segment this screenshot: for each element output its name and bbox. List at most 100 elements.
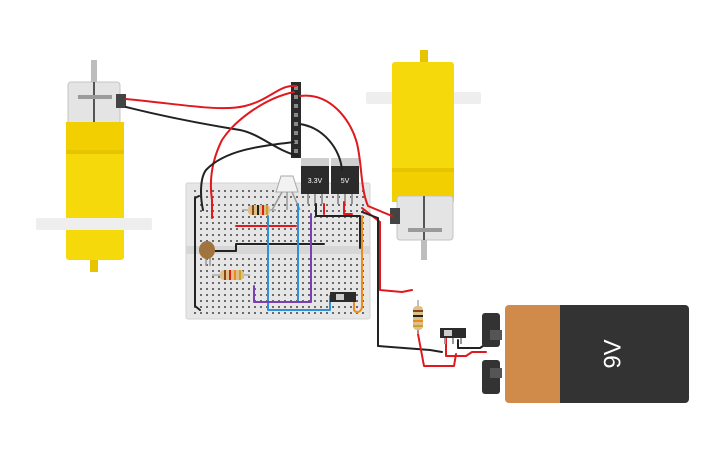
wire-header-regulator-black[interactable] [299,123,343,171]
breadboard-hole [320,300,322,302]
header-pin[interactable] [294,104,298,108]
header-pin[interactable] [294,131,298,135]
wire-header-right-motor-red[interactable] [299,94,393,217]
breadboard-hole [254,196,256,198]
breadboard-hole [302,240,304,242]
header-pin-strip[interactable] [291,82,301,158]
header-pin[interactable] [294,140,298,144]
breadboard-hole [290,264,292,266]
wire-left-motor-black[interactable] [125,106,299,157]
wire-board-battery-black[interactable] [361,211,443,353]
breadboard-hole [224,258,226,260]
wire-left-rail-black[interactable] [194,195,201,311]
breadboard-switch-knob[interactable] [336,294,344,300]
wire-jumper-blue-1[interactable] [267,215,331,311]
breadboard-hole [356,264,358,266]
wire-jumper-black-1[interactable] [209,243,325,252]
breadboard-hole [290,276,292,278]
breadboard-hole [248,258,250,260]
breadboard-hole [206,276,208,278]
breadboard-hole [254,270,256,272]
breadboard-hole [218,228,220,230]
header-pin[interactable] [294,95,298,99]
wire-resistor-switch-red[interactable] [417,311,457,367]
header-pin[interactable] [294,113,298,117]
breadboard-hole [224,190,226,192]
header-pin[interactable] [294,149,298,153]
breadboard-hole [314,234,316,236]
header-pin[interactable] [294,122,298,126]
battery-switch-knob[interactable] [444,330,452,336]
resistor-vertical[interactable] [413,300,423,334]
breadboard-hole [344,222,346,224]
breadboard-hole [224,216,226,218]
breadboard-hole [308,282,310,284]
regulator-5v[interactable]: 5V [331,158,359,204]
breadboard-hole [350,276,352,278]
regulator-3v3[interactable]: 3.3V [301,158,329,204]
wire-jumper-purple[interactable] [253,213,312,303]
breadboard-hole [344,282,346,284]
breadboard-hole [290,228,292,230]
wire-jumper-black-2[interactable] [315,203,361,249]
wire-left-motor-red[interactable] [125,84,297,110]
breadboard-hole [320,204,322,206]
breadboard-hole [260,306,262,308]
capacitor[interactable] [199,241,215,266]
breadboard-hole [266,190,268,192]
left-motor[interactable] [36,60,152,272]
battery-slide-switch[interactable] [440,328,466,344]
breadboard-hole [236,190,238,192]
left-motor-shaft [91,60,97,82]
breadboard-hole [248,288,250,290]
battery-9v[interactable]: 9V [482,305,689,403]
breadboard-hole [236,196,238,198]
wire-jumper-orange[interactable] [353,215,363,314]
breadboard-hole [314,312,316,314]
wire-switch-battery-red[interactable] [445,337,487,357]
header-pin[interactable] [294,86,298,90]
breadboard-hole [320,282,322,284]
breadboard-hole [284,270,286,272]
breadboard-hole [194,312,196,314]
breadboard-hole [284,282,286,284]
breadboard-hole [254,216,256,218]
breadboard-hole [314,216,316,218]
breadboard-hole [356,294,358,296]
breadboard-hole [326,222,328,224]
wire-header-breadboard-red[interactable] [209,91,295,219]
breadboard-hole [356,258,358,260]
breadboard-hole [344,240,346,242]
right-motor-gearbox [392,62,454,202]
breadboard-hole [362,312,364,314]
breadboard-hole [242,196,244,198]
breadboard-hole [218,234,220,236]
right-motor[interactable] [366,50,481,260]
breadboard-hole [230,234,232,236]
breadboard-hole [338,222,340,224]
breadboard-hole [236,240,238,242]
wire-header-breadboard-black[interactable] [200,141,295,211]
breadboard-hole [320,234,322,236]
wire-switch-battery-black[interactable] [457,339,487,349]
breadboard-hole [278,258,280,260]
breadboard-hole [338,312,340,314]
breadboard-hole [242,204,244,206]
breadboard-slide-switch[interactable] [330,292,356,302]
breadboard-hole [200,234,202,236]
breadboard-hole [320,210,322,212]
breadboard-hole [308,288,310,290]
resistor-top[interactable] [242,205,276,215]
breadboard-hole [218,288,220,290]
breadboard-hole [326,294,328,296]
breadboard-hole [278,240,280,242]
breadboard-hole [284,240,286,242]
breadboard-hole [326,312,328,314]
wire-jumper-red-3[interactable] [343,201,353,215]
breadboard-hole [302,288,304,290]
breadboard-hole [272,276,274,278]
resistor-bottom[interactable] [212,270,250,280]
breadboard-hole [224,306,226,308]
breadboard-hole [212,300,214,302]
breadboard-hole [338,234,340,236]
